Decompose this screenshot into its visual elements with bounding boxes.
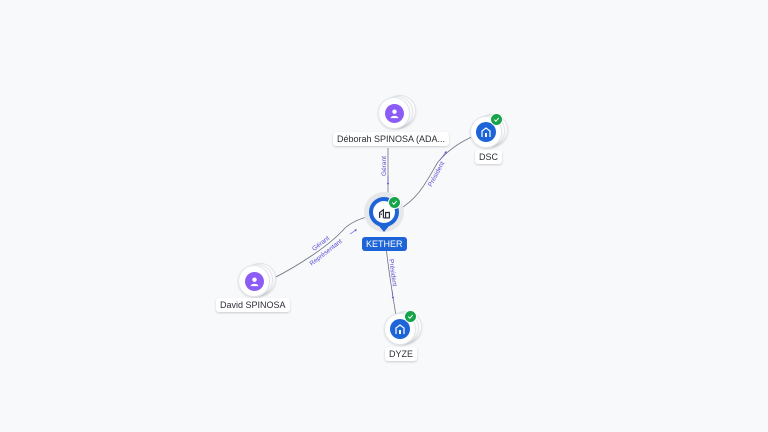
node-disc[interactable]	[238, 265, 270, 297]
company-building-icon	[390, 319, 410, 339]
edge-deborah-kether[interactable]: Gérant	[381, 148, 390, 198]
node-label-kether: KETHER	[362, 237, 407, 251]
check-badge-icon	[404, 310, 417, 323]
check-badge-icon	[388, 196, 401, 209]
edge-label-gerant: Gérant	[381, 156, 388, 176]
company-building-icon	[476, 122, 496, 142]
main-node-pin-tip	[379, 226, 389, 232]
node-disc[interactable]	[378, 97, 410, 129]
edge-label-president-dyze: Président	[387, 259, 398, 287]
company-building-icon	[378, 208, 390, 219]
user-icon	[244, 271, 264, 291]
edge-david-kether[interactable]: Gérant Représentant	[269, 215, 373, 281]
node-label-dsc: DSC	[475, 150, 503, 164]
edge-kether-dsc[interactable]: Président	[397, 135, 475, 211]
node-label-dyze: DYZE	[385, 347, 418, 361]
node-label-david: David SPINOSA	[216, 298, 290, 312]
check-badge-icon	[490, 113, 503, 126]
edge-kether-dyze[interactable]: Président	[385, 245, 398, 317]
node-label-deborah: Déborah SPINOSA (ADA...	[333, 132, 450, 146]
user-icon	[384, 103, 404, 123]
